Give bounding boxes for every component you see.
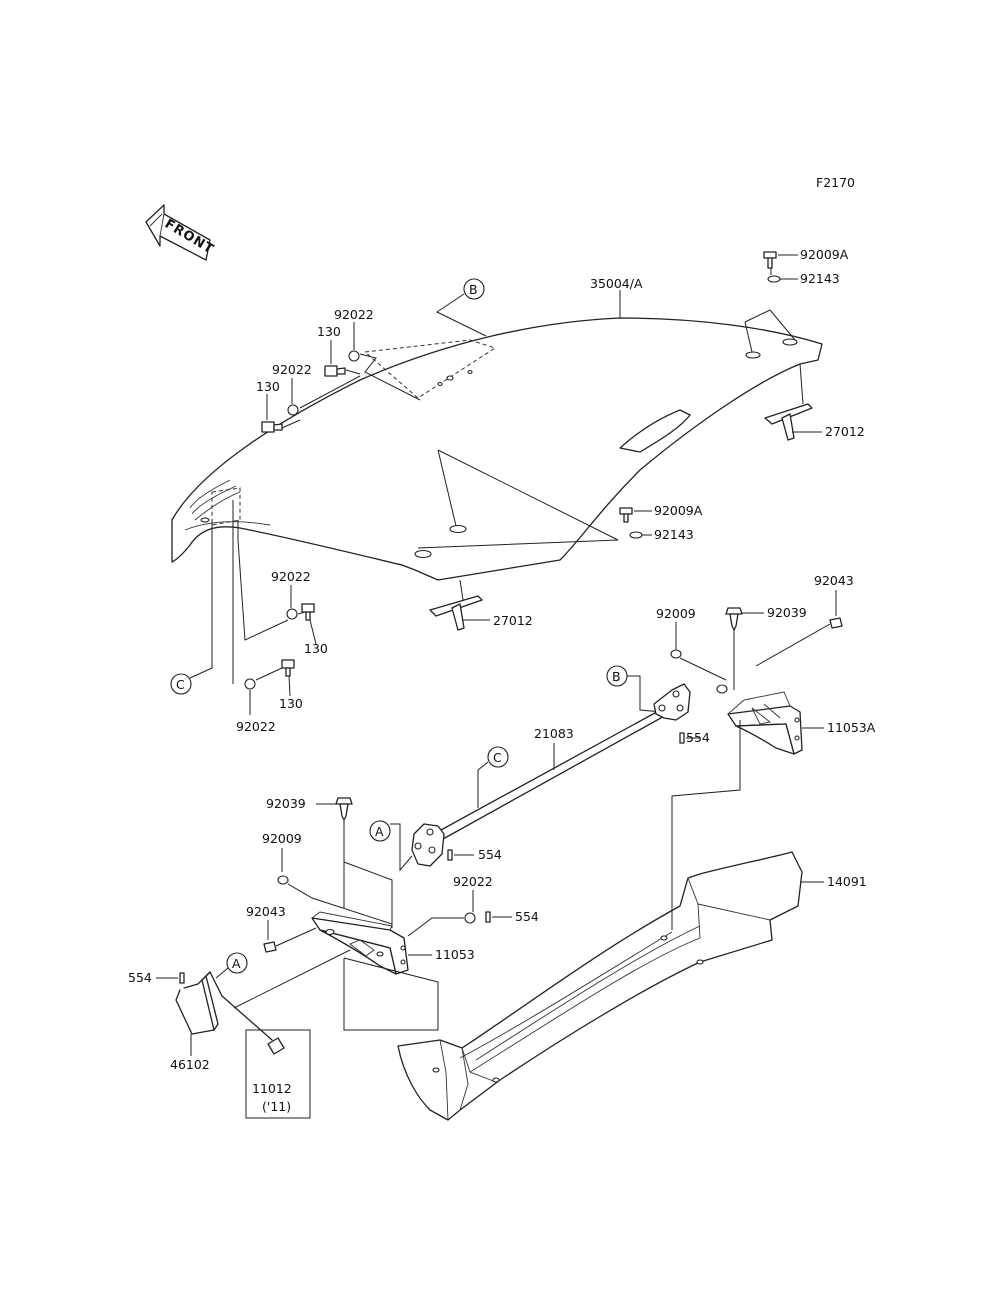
label-11012-year: ('11) bbox=[262, 1099, 291, 1114]
washer-92022-a bbox=[348, 350, 360, 362]
label-92039-right: 92039 bbox=[767, 605, 807, 620]
label-130-b: 130 bbox=[256, 379, 280, 394]
bolt-92009-left bbox=[277, 875, 289, 885]
pin-554-right bbox=[679, 732, 685, 744]
bolt-130-b bbox=[261, 421, 283, 433]
label-92009-right: 92009 bbox=[656, 606, 696, 621]
callout-c-left bbox=[170, 673, 192, 695]
washer-right bbox=[716, 684, 728, 694]
label-27012-right: 27012 bbox=[825, 424, 865, 439]
label-554-left: 554 bbox=[128, 970, 152, 985]
callout-a-lower-label: A bbox=[232, 956, 241, 971]
washer-92022-e bbox=[464, 912, 476, 924]
washer-92143-top bbox=[767, 275, 781, 283]
label-92022-c: 92022 bbox=[271, 569, 311, 584]
bracket-11053a bbox=[727, 691, 803, 755]
bar-21083 bbox=[411, 683, 691, 867]
label-130-c: 130 bbox=[304, 641, 328, 656]
bracket-27012-lower bbox=[429, 595, 483, 631]
front-arrow-icon: FRONT bbox=[145, 204, 217, 261]
callout-a-lower bbox=[226, 952, 248, 974]
bolt-130-c bbox=[301, 603, 315, 621]
floor-panel-14091 bbox=[397, 851, 803, 1121]
variant-box-11012 bbox=[245, 1029, 311, 1119]
label-92022-a: 92022 bbox=[334, 307, 374, 322]
callout-b-lower-label: B bbox=[612, 669, 621, 684]
clip-92039-left bbox=[335, 797, 353, 821]
washer-92022-c bbox=[286, 608, 298, 620]
callout-c-lower bbox=[487, 746, 509, 768]
callout-b-top-label: B bbox=[469, 282, 478, 297]
label-130-d: 130 bbox=[279, 696, 303, 711]
bolt-130-a bbox=[324, 365, 346, 377]
washer-92022-b bbox=[287, 404, 299, 416]
label-14091: 14091 bbox=[827, 874, 867, 889]
stay-46102 bbox=[175, 971, 223, 1035]
label-35004a: 35004/A bbox=[590, 276, 643, 291]
roof-panel bbox=[171, 317, 823, 581]
bracket-27012-right bbox=[764, 403, 813, 441]
label-11012: 11012 bbox=[252, 1081, 292, 1096]
washer-92022-d bbox=[244, 678, 256, 690]
bolt-92009a-top bbox=[763, 251, 777, 269]
screw-92043-left bbox=[263, 941, 277, 953]
label-554-lower: 554 bbox=[515, 909, 539, 924]
figure-code: F2170 bbox=[816, 175, 855, 190]
bracket-11053 bbox=[311, 911, 409, 975]
screw-92043-right bbox=[829, 617, 843, 629]
callout-a-mid-label: A bbox=[375, 824, 384, 839]
bolt-92009-right bbox=[670, 649, 682, 659]
bolt-92009a-mid bbox=[619, 507, 633, 523]
label-130-a: 130 bbox=[317, 324, 341, 339]
callout-a-mid bbox=[369, 820, 391, 842]
label-11053: 11053 bbox=[435, 947, 475, 962]
label-92009a-mid: 92009A bbox=[654, 503, 703, 518]
label-92022-d: 92022 bbox=[236, 719, 276, 734]
label-92043-right: 92043 bbox=[814, 573, 854, 588]
label-92009-left: 92009 bbox=[262, 831, 302, 846]
label-92009a-top: 92009A bbox=[800, 247, 849, 262]
label-92022-b: 92022 bbox=[272, 362, 312, 377]
label-92143-mid: 92143 bbox=[654, 527, 694, 542]
callout-c-lower-label: C bbox=[493, 750, 502, 765]
callout-b-top bbox=[463, 278, 485, 300]
rod-11012 bbox=[221, 995, 285, 1055]
pin-554-lower bbox=[485, 911, 491, 923]
label-92143-top: 92143 bbox=[800, 271, 840, 286]
clip-92039-right bbox=[725, 607, 743, 631]
washer-92143-mid bbox=[629, 531, 643, 539]
label-92039-left: 92039 bbox=[266, 796, 306, 811]
pin-554-left bbox=[179, 972, 185, 984]
callout-c-left-label: C bbox=[176, 677, 185, 692]
pin-554-mid bbox=[447, 849, 453, 861]
label-46102: 46102 bbox=[170, 1057, 210, 1072]
label-11053a: 11053A bbox=[827, 720, 876, 735]
label-554-right: 554 bbox=[686, 730, 710, 745]
label-92022-e: 92022 bbox=[453, 874, 493, 889]
bolt-130-d bbox=[281, 659, 295, 677]
label-92043-left: 92043 bbox=[246, 904, 286, 919]
label-554-mid: 554 bbox=[478, 847, 502, 862]
label-27012-lower: 27012 bbox=[493, 613, 533, 628]
label-21083: 21083 bbox=[534, 726, 574, 741]
